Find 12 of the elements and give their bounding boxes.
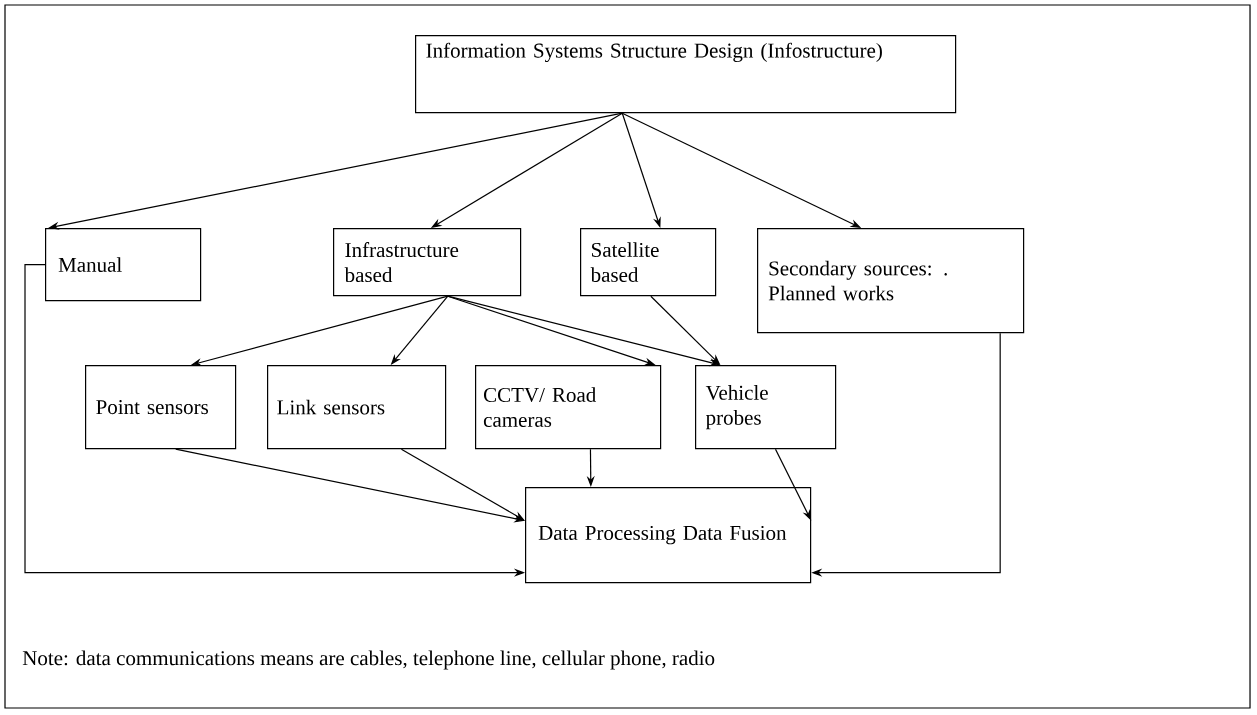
process-box: CCTV/ Road cameras <box>475 365 662 450</box>
process-box: Secondary sources: . Planned works <box>757 228 1025 334</box>
process-box: Link sensors <box>267 365 447 450</box>
process-box: Satellite based <box>580 228 717 297</box>
arrow <box>400 448 525 521</box>
process-box: Vehicle probes <box>695 365 837 450</box>
process-box: Point sensors <box>85 365 237 450</box>
process-box: Data Processing Data Fusion <box>525 487 812 584</box>
title-box: Information Systems Structure Design (Infostructure) <box>415 35 957 114</box>
process-box: Infrastructure based <box>333 228 522 297</box>
process-box: Manual <box>45 228 202 302</box>
note: Note: data communications means are cables, telephone line, cellular phone, radio <box>22 650 715 670</box>
